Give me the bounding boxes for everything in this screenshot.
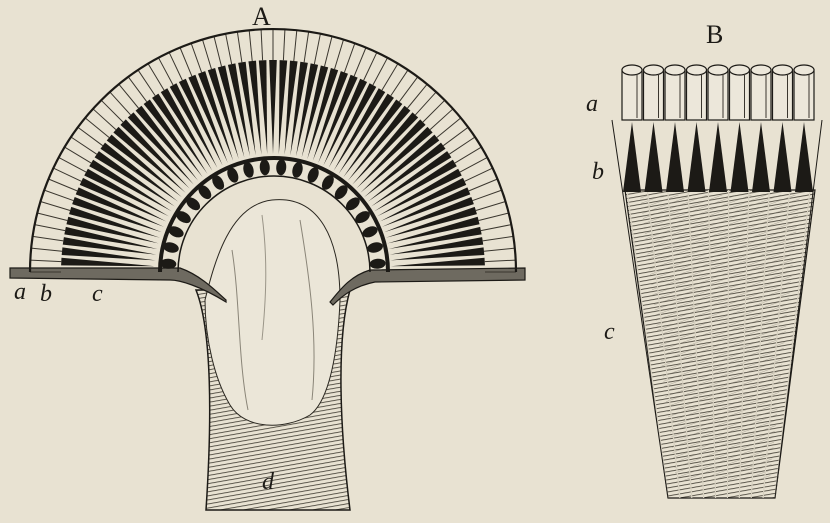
figure-b-title: B: [706, 22, 723, 48]
figure-a-outer-rod: [71, 137, 97, 154]
figure-a-nucleus: [369, 258, 386, 269]
figure-a-outer-rod: [382, 64, 398, 91]
figure-b-label-b: b: [592, 160, 604, 184]
figure-a-outer-rod: [479, 213, 509, 221]
figure-a-outer-rod: [476, 201, 506, 210]
figure-b-cylinder-top: [644, 65, 664, 75]
figure-a-outer-rod: [138, 70, 155, 96]
figure-a-outer-rod: [314, 34, 320, 64]
figure-b-cone: [774, 122, 792, 192]
figure-a-outer-rod: [354, 47, 366, 76]
figure-b-cylinder-top: [708, 65, 728, 75]
figure-b-cylinder: [751, 70, 771, 120]
figure-a-outer-rod: [455, 147, 482, 163]
figure-a-outer-rod: [33, 236, 64, 241]
figure-a-outer-rod: [128, 77, 146, 102]
figure-a-outer-rod: [391, 70, 408, 96]
figure-a-outer-rod: [148, 64, 164, 91]
figure-a-outer-rod: [481, 225, 511, 231]
figure-a-outer-rod: [344, 43, 354, 72]
figure-a-outer-rod: [261, 29, 263, 60]
figure-a-outer-rod: [325, 36, 333, 66]
figure-b-cone: [688, 122, 706, 192]
figure-a-outer-rod: [40, 201, 70, 210]
figure-b-cylinder: [644, 70, 664, 120]
figure-a-cone: [269, 60, 277, 154]
figure-b-cylinder-top: [665, 65, 685, 75]
figure-a-outer-rod: [78, 127, 103, 145]
figure-b-cylinder: [622, 70, 642, 120]
figure-a-outer-rod: [399, 77, 417, 102]
figure-a-outer-rod: [202, 39, 211, 69]
figure-a-outer-rod: [169, 52, 182, 80]
figure-b-cylinder: [773, 70, 793, 120]
figure-a-outer-rod: [249, 30, 252, 61]
figure-a-outer-rod: [53, 168, 81, 181]
figure-b-cylinder: [794, 70, 814, 120]
figure-b-cylinder: [708, 70, 728, 120]
figure-b-cylinder: [665, 70, 685, 120]
figure-a-label-c: c: [92, 282, 103, 306]
figure-a-outer-rod: [304, 32, 309, 63]
figure-a-outer-rod: [465, 168, 493, 181]
figure-b-cylinder-top: [794, 65, 814, 75]
figure-b-cone: [623, 122, 641, 192]
figure-a-outer-rod: [335, 39, 344, 69]
figure-a-outer-rod: [180, 47, 192, 76]
figure-a-outer-rod: [214, 36, 222, 66]
figure-a-outer-rod: [44, 190, 73, 200]
figure-b-cylinder-top: [687, 65, 707, 75]
figure-a-nucleus: [291, 161, 304, 179]
figure-b-cylinder-top: [773, 65, 793, 75]
figure-a-outer-rod: [484, 248, 515, 251]
figure-a-outer-rod: [237, 32, 242, 63]
figure-a-outer-rod: [35, 225, 65, 231]
figure-b-cone: [645, 122, 663, 192]
figure-a-cavity: [205, 200, 340, 426]
figure-a-outer-rod: [469, 179, 498, 191]
figure-a-outer-rod: [460, 157, 487, 172]
figure-b-cylinder-top: [622, 65, 642, 75]
figure-a-outer-rod: [30, 260, 61, 262]
figure-b-cylinder: [687, 70, 707, 120]
figure-a-outer-rod: [59, 157, 86, 172]
figure-b-cone: [752, 122, 770, 192]
figure-a-nucleus: [366, 241, 384, 254]
figure-a-outer-rod: [473, 190, 502, 200]
figure-b-cylinder-top: [751, 65, 771, 75]
figure-a-outer-rod: [158, 58, 173, 85]
figure-b-cone: [709, 122, 727, 192]
figure-a-outer-rod: [294, 30, 297, 61]
figure-b-label-c: c: [604, 320, 615, 344]
figure-b-cone: [795, 122, 813, 192]
figure-a-outer-rod: [65, 147, 92, 163]
figure-a-nucleus: [259, 159, 270, 176]
figure-a-outer-rod: [483, 236, 514, 241]
figure-a-label-a: a: [14, 280, 26, 304]
figure-b-cone: [731, 122, 749, 192]
figure-a-outer-rod: [226, 34, 232, 64]
figure-a-outer-rod: [48, 179, 77, 191]
figure-b-drawing: [612, 65, 822, 498]
figure-a-outer-rod: [373, 58, 388, 85]
figure-a-outer-rod: [191, 43, 201, 72]
figure-a-outer-rod: [37, 213, 67, 221]
figure-b-cylinder: [730, 70, 750, 120]
figure-a-title: A: [252, 4, 271, 30]
figure-a-outer-rod: [31, 248, 62, 251]
figure-a-outer-rod: [449, 137, 475, 154]
figure-a-outer-rod: [485, 260, 516, 262]
figure-a-nucleus: [276, 159, 287, 176]
figure-a-label-b: b: [40, 282, 52, 306]
figure-a-label-d: d: [262, 470, 274, 494]
figure-b-cone: [666, 122, 684, 192]
figure-a-drawing: [10, 29, 525, 510]
figure-a-outer-rod: [364, 52, 377, 80]
figure-b-label-a: a: [586, 92, 598, 116]
figure-b-cylinder-top: [730, 65, 750, 75]
figure-a-outer-rod: [283, 29, 285, 60]
figure-a-outer-rod: [443, 127, 468, 145]
